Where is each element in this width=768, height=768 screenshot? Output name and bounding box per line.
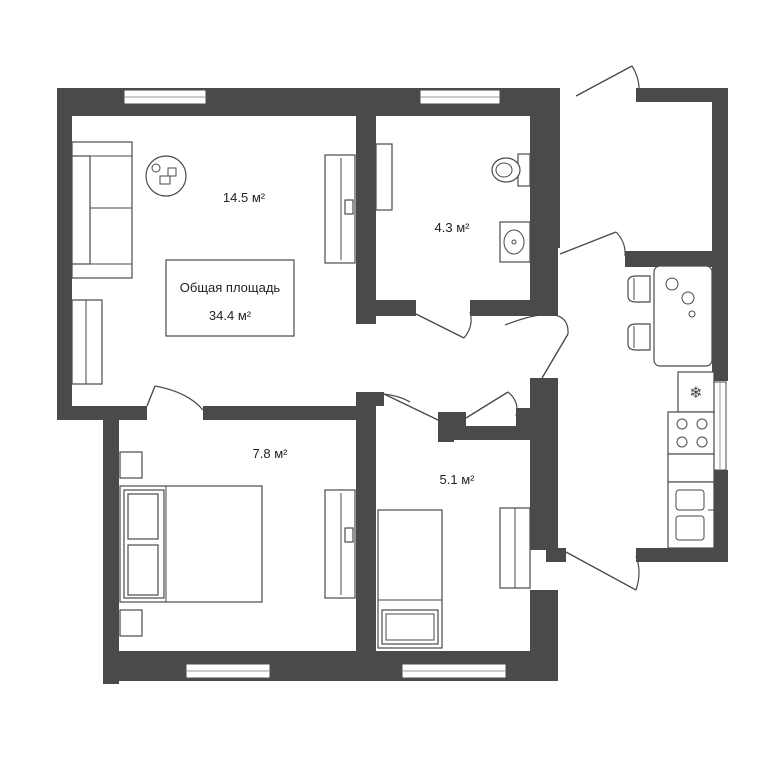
window-kitchen xyxy=(713,381,727,471)
window-living xyxy=(123,89,207,105)
single-bed xyxy=(377,509,443,649)
windows xyxy=(123,89,727,679)
wall-vestibule-top xyxy=(636,88,728,102)
wall-vestibule-left xyxy=(546,88,560,248)
wall-bedroom-small xyxy=(356,392,376,652)
door-closet xyxy=(465,391,518,419)
wall-living-bottom-left xyxy=(57,406,147,420)
wall-left-bedroom xyxy=(103,406,119,684)
sink-icon xyxy=(499,221,531,263)
wall-living-bedroom xyxy=(203,406,373,420)
window-bathroom xyxy=(419,89,501,105)
wall-bathroom-bottom-left xyxy=(356,300,416,316)
window-small-room xyxy=(401,663,507,679)
total-area-box xyxy=(165,259,295,337)
shelf-small-room xyxy=(499,507,531,589)
wall-hall-piece xyxy=(374,392,384,406)
nightstand-top xyxy=(119,451,143,479)
door-vestibule xyxy=(559,231,626,257)
bed xyxy=(119,485,263,603)
living-area-label: 14.5 м² xyxy=(223,190,266,205)
wall-kitchen-bottom-left xyxy=(546,548,566,562)
window-bedroom xyxy=(185,663,271,679)
wall-closet-bottom xyxy=(438,426,530,440)
wall-kitchen-right-low xyxy=(712,470,728,560)
wall-small-right-low xyxy=(530,590,558,680)
wall-small-right xyxy=(530,378,558,550)
door-small-room xyxy=(383,393,439,421)
wall-closet-right xyxy=(516,408,530,440)
wall-kitchen-bottom xyxy=(636,548,728,562)
kitchen-sink xyxy=(667,481,715,549)
bath-shelf xyxy=(375,143,393,211)
door-hall-kitchen xyxy=(504,313,569,379)
wall-vestibule-bottom xyxy=(625,251,728,267)
total-area-label: Общая площадь xyxy=(180,280,281,295)
door-bathroom xyxy=(415,311,472,339)
bedroom-area-label: 7.8 м² xyxy=(253,446,289,461)
wall-vestibule-right xyxy=(712,88,728,268)
door-living xyxy=(146,385,204,411)
dining-table xyxy=(653,265,713,367)
small-room-furniture: 5.1 м² xyxy=(377,472,531,649)
chair-top xyxy=(627,275,651,303)
bathroom-area-label: 4.3 м² xyxy=(435,220,471,235)
stove xyxy=(667,411,715,455)
bathroom-fixtures: 4.3 м² xyxy=(375,143,531,263)
door-entry xyxy=(575,65,640,101)
wardrobe-bedroom xyxy=(324,489,356,599)
nightstand-bottom xyxy=(119,609,143,637)
wall-left-living xyxy=(57,88,72,420)
wall-kitchen-right xyxy=(712,251,728,381)
snowflake-icon: ❄ xyxy=(689,383,702,402)
chair-bottom xyxy=(627,323,651,351)
wall-living-bathroom xyxy=(356,116,376,324)
tv-stand xyxy=(71,299,103,385)
fridge: ❄ xyxy=(677,371,715,413)
toilet-icon xyxy=(491,153,531,187)
total-area-value: 34.4 м² xyxy=(209,308,252,323)
counter xyxy=(667,453,715,483)
wardrobe-living xyxy=(324,154,356,264)
small-room-area-label: 5.1 м² xyxy=(440,472,476,487)
door-kitchen-bottom xyxy=(565,551,640,591)
sofa xyxy=(71,141,133,279)
kitchen-furniture: ❄ xyxy=(627,265,715,549)
living-furniture: Общая площадь 34.4 м² 14.5 м² xyxy=(71,141,356,385)
coffee-table xyxy=(145,155,187,197)
doors xyxy=(146,65,640,591)
bedroom-furniture: 7.8 м² xyxy=(119,446,356,637)
